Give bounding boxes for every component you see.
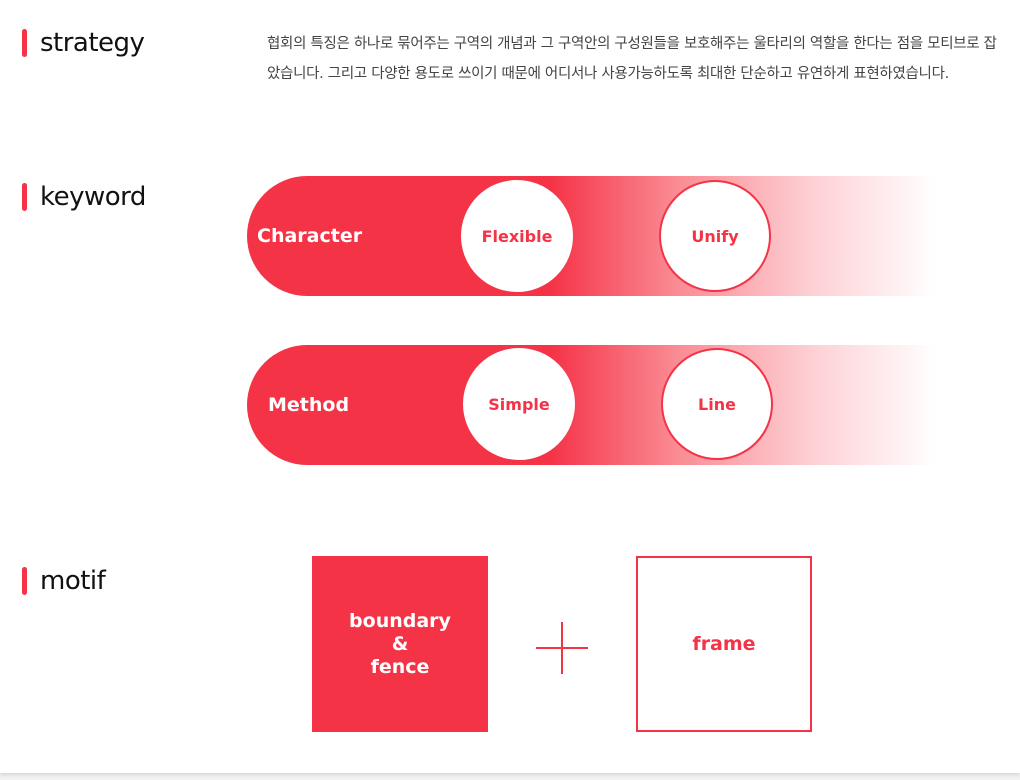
keyword-circle: Flexible: [461, 180, 573, 292]
motif-line: &: [391, 632, 409, 655]
accent-bar: [22, 29, 27, 57]
accent-bar: [22, 567, 27, 595]
strategy-description: 협회의 특징은 하나로 묶어주는 구역의 개념과 그 구역안의 구성원들을 보호…: [267, 36, 997, 82]
pill-label: Method: [268, 394, 350, 416]
keyword-pill-method: Method: [247, 345, 937, 465]
keyword-pill-character: Character: [247, 176, 937, 296]
pill-label: Character: [257, 225, 363, 247]
motif-boundary-square: boundary & fence: [312, 556, 488, 732]
strategy-heading: strategy: [22, 28, 145, 58]
motif-line: fence: [370, 655, 430, 678]
keyword-heading: keyword: [22, 182, 146, 212]
keyword-title: keyword: [40, 182, 146, 212]
motif-line: boundary: [349, 609, 451, 632]
keyword-circle: Unify: [659, 180, 771, 292]
plus-icon: [536, 622, 588, 674]
motif-title: motif: [40, 566, 106, 596]
motif-frame-label: frame: [692, 632, 756, 655]
keyword-circle: Line: [661, 348, 773, 460]
motif-frame-square: frame: [636, 556, 812, 732]
motif-heading: motif: [22, 566, 106, 596]
accent-bar: [22, 183, 27, 211]
strategy-title: strategy: [40, 28, 145, 58]
keyword-circle: Simple: [463, 348, 575, 460]
